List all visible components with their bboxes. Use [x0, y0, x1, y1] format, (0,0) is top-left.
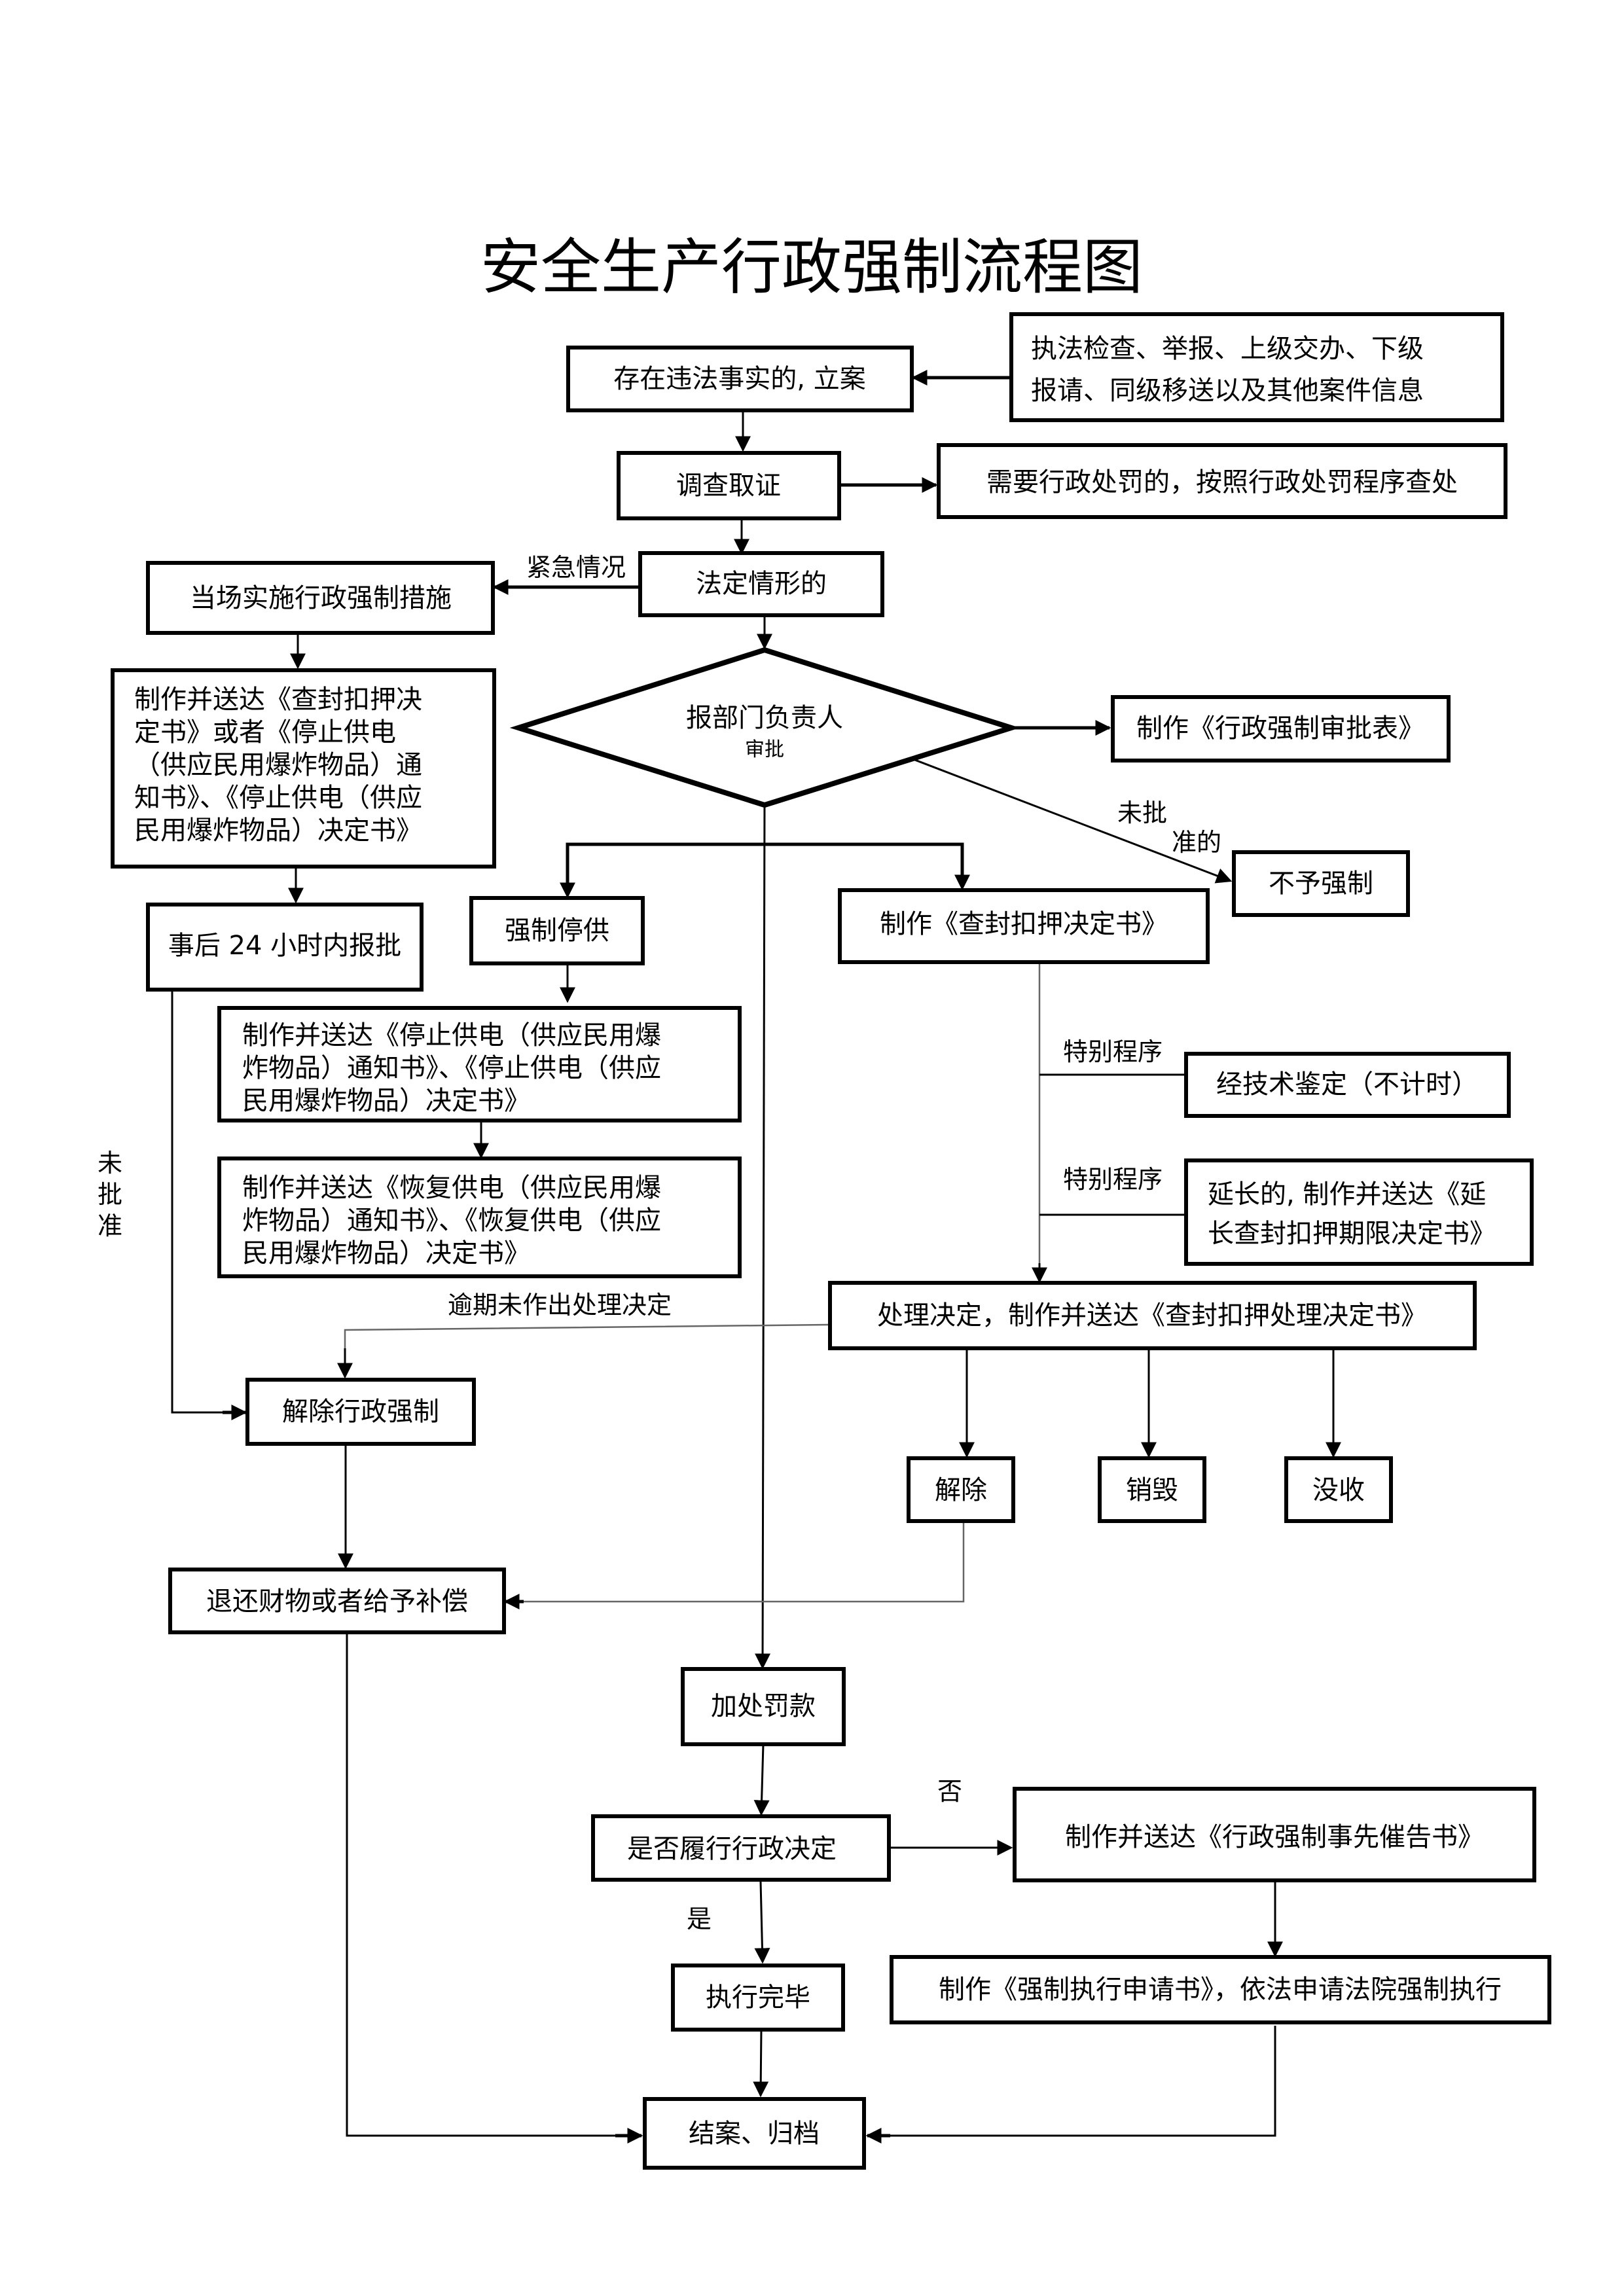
report-24h-label: 事后 24 小时内报批 — [168, 931, 401, 961]
node-reminder: 制作并送达《行政强制事先催告书》 — [1013, 1787, 1536, 1882]
node-return-property: 退还财物或者给予补偿 — [168, 1568, 506, 1634]
statutory-label: 法定情形的 — [696, 569, 827, 599]
node-comply-check: 是否履行行政决定 — [591, 1814, 891, 1882]
seizure-decision-label: 制作《查封扣押决定书》 — [880, 909, 1168, 939]
node-onsite-docs: 制作并送达《查封扣押决 定书》或者《停止供电 （供应民用爆炸物品）通 知书》、《… — [111, 668, 496, 869]
restore-docs-line-3: 民用爆炸物品）决定书》 — [242, 1238, 530, 1268]
extension-line-1: 延长的, 制作并送达《延 — [1208, 1179, 1486, 1210]
node-onsite-measures: 当场实施行政强制措施 — [146, 561, 495, 635]
court-apply-label: 制作《强制执行申请书》，依法申请法院强制执行 — [939, 1975, 1502, 2005]
node-confiscate: 没收 — [1284, 1456, 1393, 1523]
line-release-to-return — [511, 1522, 965, 1603]
line-return-to-close — [346, 1633, 628, 2137]
destroy-label: 销毁 — [1126, 1475, 1178, 1505]
node-court-apply: 制作《强制执行申请书》，依法申请法院强制执行 — [890, 1955, 1551, 2024]
extension-line-2: 长查封扣押期限决定书》 — [1208, 1219, 1496, 1249]
stop-docs-line-2: 炸物品）通知书》、《停止供电（供应 — [242, 1053, 661, 1083]
node-investigate: 调查取证 — [617, 451, 841, 520]
node-approval-diamond: 报部门负责人 审批 — [509, 647, 1020, 808]
label-special-1: 特别程序 — [1063, 1037, 1163, 1066]
stop-docs-line-1: 制作并送达《停止供电（供应民用爆 — [242, 1020, 661, 1050]
force-stop-label: 强制停供 — [505, 916, 609, 946]
node-file-case: 存在违法事实的, 立案 — [566, 346, 914, 412]
handling-decision-label: 处理决定，制作并送达《查封扣押处理决定书》 — [877, 1300, 1427, 1331]
arrow-fine-to-comply — [753, 1744, 770, 1816]
label-vertical-3: 准 — [98, 1211, 122, 1240]
node-approval-form: 制作《行政强制审批表》 — [1111, 695, 1451, 762]
node-lift-enforcement: 解除行政强制 — [245, 1378, 476, 1446]
approval-line-1: 报部门负责人 — [686, 703, 843, 733]
arrow-trunk-to-fine — [755, 803, 771, 1670]
node-tech-appraisal: 经技术鉴定（不计时） — [1184, 1052, 1511, 1118]
tech-appraisal-label: 经技术鉴定（不计时） — [1216, 1069, 1478, 1100]
node-fine: 加处罚款 — [681, 1667, 846, 1746]
label-vertical-1: 未 — [98, 1149, 122, 1177]
node-admin-penalty: 需要行政处罚的，按照行政处罚程序查处 — [937, 443, 1507, 519]
arrow-yes — [754, 1881, 770, 1964]
node-handling-decision: 处理决定，制作并送达《查封扣押处理决定书》 — [828, 1281, 1477, 1350]
execution-done-label: 执行完毕 — [706, 1982, 810, 2013]
approval-line-2: 审批 — [745, 738, 784, 761]
node-report-24h: 事后 24 小时内报批 — [146, 903, 424, 992]
label-vertical-2: 批 — [98, 1180, 122, 1209]
node-extension: 延长的, 制作并送达《延 长查封扣押期限决定书》 — [1184, 1158, 1534, 1266]
lift-enforcement-label: 解除行政强制 — [282, 1397, 439, 1427]
node-no-enforce: 不予强制 — [1232, 850, 1410, 917]
label-overdue: 逾期未作出处理决定 — [448, 1291, 672, 1319]
restore-docs-line-1: 制作并送达《恢复供电（供应民用爆 — [242, 1173, 661, 1203]
node-stop-docs: 制作并送达《停止供电（供应民用爆 炸物品）通知书》、《停止供电（供应 民用爆炸物… — [217, 1006, 742, 1122]
node-destroy: 销毁 — [1098, 1456, 1206, 1523]
restore-docs-line-2: 炸物品）通知书》、《恢复供电（供应 — [242, 1206, 661, 1236]
onsite-docs-line-2: 定书》或者《停止供电 — [134, 717, 396, 747]
line-overdue — [344, 1323, 829, 1355]
node-statutory: 法定情形的 — [638, 551, 884, 617]
investigate-label: 调查取证 — [676, 471, 781, 501]
no-enforce-label: 不予强制 — [1269, 869, 1373, 899]
label-no: 否 — [937, 1777, 962, 1806]
node-execution-done: 执行完毕 — [671, 1964, 845, 2032]
label-emergency: 紧急情况 — [526, 553, 626, 582]
label-special-2: 特别程序 — [1063, 1165, 1163, 1194]
label-not-approved-2: 准的 — [1172, 828, 1221, 857]
node-seizure-decision: 制作《查封扣押决定书》 — [838, 888, 1210, 964]
confiscate-label: 没收 — [1312, 1475, 1365, 1505]
page-title: 安全生产行政强制流程图 — [480, 232, 1143, 302]
branch-bar — [566, 842, 964, 884]
onsite-docs-line-1: 制作并送达《查封扣押决 — [134, 685, 422, 715]
node-sources: 执法检查、举报、上级交办、下级 报请、同级移送以及其他案件信息 — [1009, 312, 1504, 422]
release-label: 解除 — [935, 1475, 987, 1505]
onsite-docs-line-4: 知书》、《停止供电（供应 — [134, 783, 422, 813]
label-not-approved-1: 未批 — [1117, 798, 1167, 827]
arrow-not-approved — [912, 758, 1233, 884]
sources-line-2: 报请、同级移送以及其他案件信息 — [1031, 376, 1424, 406]
line-court-to-close — [877, 2026, 1276, 2137]
reminder-label: 制作并送达《行政强制事先催告书》 — [1065, 1822, 1484, 1852]
return-property-label: 退还财物或者给予补偿 — [206, 1587, 468, 1617]
stop-docs-line-3: 民用爆炸物品）决定书》 — [242, 1086, 530, 1116]
close-case-label: 结案、归档 — [689, 2119, 820, 2149]
comply-check-label: 是否履行行政决定 — [627, 1834, 837, 1864]
node-force-stop: 强制停供 — [469, 896, 645, 965]
node-restore-docs: 制作并送达《恢复供电（供应民用爆 炸物品）通知书》、《恢复供电（供应 民用爆炸物… — [217, 1157, 742, 1278]
admin-penalty-label: 需要行政处罚的，按照行政处罚程序查处 — [986, 467, 1458, 497]
node-close-case: 结案、归档 — [643, 2097, 866, 2170]
connectors — [171, 370, 1341, 2144]
onsite-docs-line-5: 民用爆炸物品）决定书》 — [134, 816, 422, 846]
approval-form-label: 制作《行政强制审批表》 — [1136, 713, 1424, 744]
onsite-measures-label: 当场实施行政强制措施 — [190, 583, 452, 613]
line-24h-to-lift — [171, 988, 242, 1414]
file-case-label: 存在违法事实的, 立案 — [613, 364, 865, 394]
fine-label: 加处罚款 — [711, 1691, 816, 1721]
node-release: 解除 — [907, 1456, 1015, 1523]
label-yes: 是 — [687, 1905, 712, 1933]
onsite-docs-line-3: （供应民用爆炸物品）通 — [134, 750, 422, 780]
sources-line-1: 执法检查、举报、上级交办、下级 — [1031, 334, 1424, 364]
